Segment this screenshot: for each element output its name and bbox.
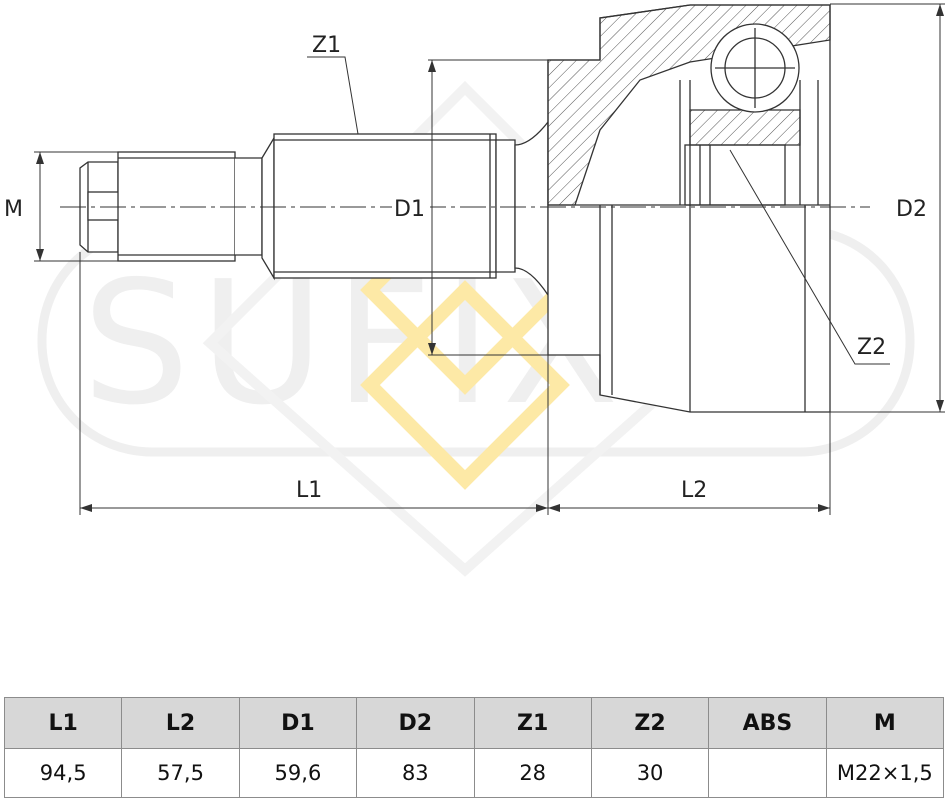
header-m: M [825,697,945,749]
label-l1: L1 [296,478,322,503]
header-z2: Z2 [590,697,710,749]
value-abs [708,748,827,798]
value-d1: 59,6 [238,748,358,798]
header-l1: L1 [3,697,123,749]
value-z2: 30 [590,748,710,798]
value-z1: 28 [473,748,592,798]
header-z1: Z1 [473,697,592,749]
header-abs: ABS [708,697,827,749]
value-d2: 83 [356,748,475,798]
label-z2: Z2 [857,335,886,360]
dimension-arrows [36,4,944,512]
value-l2: 57,5 [121,748,240,798]
joint-outline [79,4,831,413]
dimension-lines [34,3,945,515]
spec-header-row: L1 L2 D1 D2 Z1 Z2 ABS M [3,697,945,749]
cv-joint-drawing: SUFIX [4,3,945,577]
header-d2: D2 [356,697,475,749]
label-d2: D2 [896,197,927,222]
spec-value-row: 94,5 57,5 59,6 83 28 30 M22×1,5 [3,748,945,798]
header-d1: D1 [238,697,358,749]
spec-table: L1 L2 D1 D2 Z1 Z2 ABS M 94,5 57,5 59,6 8… [3,697,945,798]
value-m: M22×1,5 [825,748,945,798]
label-z1: Z1 [312,33,341,58]
value-l1: 94,5 [3,748,123,798]
label-m: M [4,197,23,222]
label-l2: L2 [681,478,707,503]
label-d1: D1 [394,197,425,222]
header-l2: L2 [121,697,240,749]
